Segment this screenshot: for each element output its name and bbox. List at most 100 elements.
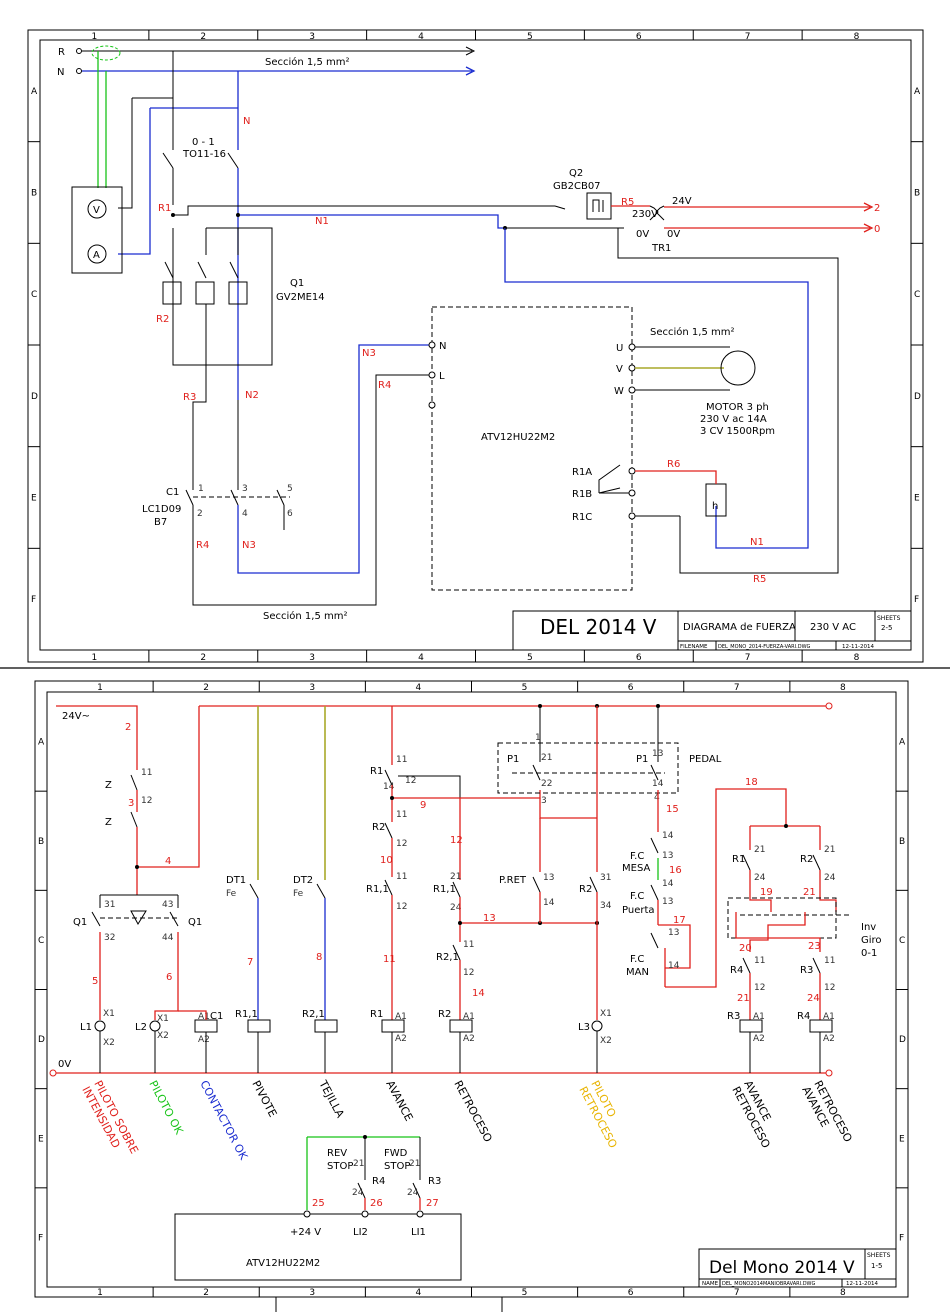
q1-ref: Q1 [290,278,304,289]
svg-text:0-1: 0-1 [861,948,877,959]
svg-text:R1: R1 [158,203,171,214]
grid-col-label: 6 [636,32,642,42]
svg-text:F.C: F.C [630,891,644,902]
ammeter-icon [87,244,107,264]
breaker-q2: Q2 GB2CB07 R5 [553,168,650,220]
svg-text:X1: X1 [157,1014,169,1024]
svg-text:DT2: DT2 [293,875,313,886]
svg-text:R2: R2 [156,314,169,325]
svg-text:2: 2 [125,722,131,733]
vfd-io: REV STOP FWD STOP 21 21 R4 R3 24 24 25 2… [174,1135,462,1281]
grid-col-label: 1 [97,683,103,693]
svg-text:N3: N3 [362,348,376,359]
grid-col-label: 8 [840,1288,846,1298]
svg-text:24: 24 [407,1188,419,1198]
svg-text:24: 24 [754,873,766,883]
svg-text:5: 5 [287,484,293,494]
svg-text:21: 21 [824,845,835,855]
svg-text:Q1: Q1 [73,917,87,928]
grid-col-label: 3 [309,653,315,663]
grid-row-label: C [31,290,37,300]
svg-text:R2: R2 [800,854,813,865]
svg-text:21: 21 [353,1159,364,1169]
svg-text:A2: A2 [823,1034,835,1044]
svg-text:14: 14 [383,782,395,792]
svg-text:2-5: 2-5 [881,624,892,632]
svg-text:SHEETS: SHEETS [867,1252,891,1259]
svg-text:N: N [243,116,250,127]
grid-col-label: 8 [854,32,860,42]
contactor-c1: C1 LC1D09 B7 1 3 5 2 4 6 [142,484,293,530]
svg-text:X1: X1 [103,1009,115,1019]
svg-text:R5: R5 [753,574,766,585]
svg-text:Z: Z [105,817,112,828]
svg-text:4: 4 [165,856,171,867]
rung-label: AVANCE [383,1078,415,1123]
power-sheet-outer-frame [27,29,924,663]
svg-text:NAME: NAME [702,1281,719,1287]
svg-text:13: 13 [652,749,663,759]
grid-row-label: D [31,392,38,402]
svg-text:R3: R3 [183,392,196,403]
svg-text:25: 25 [312,1198,325,1209]
svg-text:FWD: FWD [384,1148,408,1159]
grid-col-label: 2 [200,653,206,663]
rung-label: TEJILLA [316,1077,347,1120]
svg-text:230 V ac 14A: 230 V ac 14A [700,414,767,425]
svg-text:B7: B7 [154,517,167,528]
svg-text:19: 19 [760,887,773,898]
svg-text:R2: R2 [372,822,385,833]
grid-row-label: D [914,392,921,402]
svg-text:21: 21 [450,872,461,882]
rung-label: CONTACTOR OK [197,1078,250,1162]
svg-text:11: 11 [463,940,474,950]
svg-text:21: 21 [803,887,816,898]
timers: DT1 DT2 Fe Fe 7 8 R1,1 R2,1 [226,706,338,1073]
svg-text:10: 10 [380,855,393,866]
grid-row-label: D [899,1035,906,1045]
svg-text:F.C: F.C [630,954,644,965]
svg-text:A2: A2 [753,1034,765,1044]
svg-text:A2: A2 [395,1034,407,1044]
svg-text:21: 21 [754,845,765,855]
svg-text:11: 11 [824,956,835,966]
neutral-label: N [57,67,64,78]
svg-text:Z: Z [105,780,112,791]
grid-col-label: 5 [522,683,528,693]
meter-box: V A [71,186,123,274]
grid-row-label: F [31,595,36,605]
svg-text:W: W [614,386,624,397]
svg-text:24: 24 [824,873,836,883]
svg-text:A1: A1 [463,1012,475,1022]
grid-col-label: 5 [527,653,533,663]
svg-text:L1: L1 [80,1022,92,1033]
rail-24v-label: 24V~ [62,711,90,722]
svg-text:R2,1: R2,1 [302,1009,325,1020]
svg-text:2: 2 [197,509,203,519]
svg-text:U: U [616,343,623,354]
grid-col-label: 2 [203,1288,209,1298]
svg-text:12: 12 [396,902,407,912]
svg-text:R4: R4 [196,540,209,551]
svg-text:15: 15 [666,804,679,815]
svg-text:MOTOR 3 ph: MOTOR 3 ph [706,402,769,413]
svg-text:LI2: LI2 [353,1227,368,1238]
q2-ref: Q2 [569,168,583,179]
svg-text:P.RET: P.RET [499,875,527,886]
svg-text:14: 14 [662,831,674,841]
svg-text:A1: A1 [198,1012,210,1022]
svg-text:N: N [439,341,446,352]
vfd-model: ATV12HU22M2 [481,432,555,443]
svg-text:1: 1 [535,733,541,743]
phase-label: R [58,47,65,58]
grid-col-label: 2 [200,32,206,42]
svg-text:3 CV 1500Rpm: 3 CV 1500Rpm [700,426,775,437]
svg-text:L: L [439,371,445,382]
power-sheet-inner-frame [39,39,912,651]
svg-text:R4: R4 [730,965,743,976]
svg-text:Fe: Fe [226,889,237,899]
pilot-lamp-l1-icon [94,1020,106,1032]
svg-text:R1,1: R1,1 [366,884,389,895]
svg-text:8: 8 [316,952,322,963]
